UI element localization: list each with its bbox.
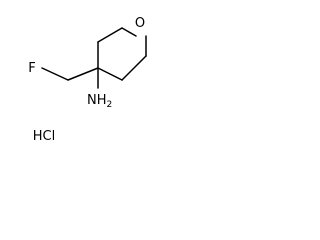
bond-c4-ch2 bbox=[67, 67, 99, 81]
structure-drawing: O F NH2 HCl bbox=[28, 16, 147, 144]
fluorine-atom-label: F bbox=[28, 61, 35, 76]
amine-nh-text: NH bbox=[87, 93, 107, 108]
bond-ch2-fluorine bbox=[41, 67, 69, 81]
bond-c3-c2 bbox=[97, 27, 123, 43]
amine-label: NH2 bbox=[87, 93, 112, 110]
bond-c6-c5 bbox=[121, 55, 147, 81]
bond-c2-oxygen bbox=[121, 27, 137, 37]
chemical-structure-figure: O F NH2 HCl bbox=[0, 0, 154, 148]
bond-c5-c4 bbox=[97, 67, 123, 81]
hcl-salt-label: HCl bbox=[33, 129, 55, 144]
oxygen-atom-label: O bbox=[135, 16, 145, 31]
amine-subscript-text: 2 bbox=[107, 100, 113, 110]
